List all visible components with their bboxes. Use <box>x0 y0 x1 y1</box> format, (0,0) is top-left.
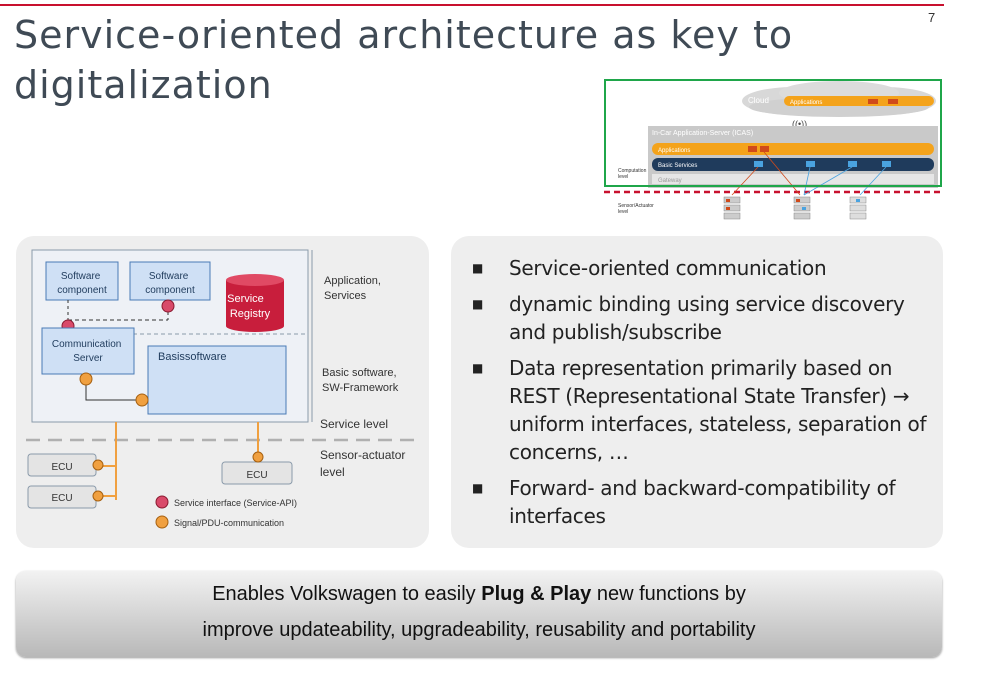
legend-signal-label: Signal/PDU-communication <box>174 518 284 528</box>
banner-line-2: improve updateability, upgradeability, r… <box>202 619 756 641</box>
antenna-icon: ((•)) <box>792 119 807 129</box>
cloud-app-block <box>888 99 898 104</box>
cloud-label: Cloud <box>748 96 769 105</box>
service-level-label: Service level <box>320 417 388 431</box>
bullet-item: ■Service-oriented communication <box>472 256 827 280</box>
software-component-box <box>45 261 119 301</box>
top-accent-line <box>0 4 944 6</box>
banner-line-1: Enables Volkswagen to easily Plug & Play… <box>212 583 746 605</box>
legend-signal-icon <box>155 515 169 529</box>
layer-label-application: Application, Services <box>324 275 384 302</box>
icas-applications-label: Applications <box>658 148 690 154</box>
legend-service-interface-label: Service interface (Service-API) <box>174 498 297 508</box>
signal-dot <box>79 372 93 386</box>
computation-level-label: Computation level <box>618 168 648 180</box>
connector <box>731 166 759 196</box>
signal-dot <box>92 459 104 471</box>
connector <box>803 166 811 196</box>
ecu-label: ECU <box>246 470 267 481</box>
layer-label-basic-software: Basic software, SW-Framework <box>322 367 400 394</box>
gateway-label: Gateway <box>658 178 682 184</box>
cloud-applications-label: Applications <box>790 100 822 106</box>
service-registry-cylinder <box>226 274 284 332</box>
bullets-panel <box>451 236 943 548</box>
basic-services-bar <box>652 158 934 171</box>
ecu-stack-icon <box>723 196 741 220</box>
bullet-item: ■Data representation primarily based on … <box>472 356 927 464</box>
slide-title: Service-oriented architecture as key to … <box>14 13 794 107</box>
basic-services-label: Basic Services <box>658 163 697 169</box>
connector <box>763 151 801 196</box>
icas-server-title: In-Car Application-Server (ICAS) <box>652 130 753 137</box>
bullet-item: ■dynamic binding using service discovery… <box>472 292 905 344</box>
legend-service-interface-icon <box>155 495 169 509</box>
software-component-label: Software component <box>57 271 107 296</box>
service-block <box>882 161 891 167</box>
service-block <box>848 161 857 167</box>
bullet-list: ■Service-oriented communication ■dynamic… <box>472 254 932 538</box>
software-component-label: Software component <box>145 271 195 296</box>
gateway-bar <box>652 174 934 184</box>
sensor-actuator-level-label: Sensor/Actuator level <box>618 203 655 215</box>
bullet-item: ■Forward- and backward-compatibility of … <box>472 476 896 528</box>
signal-dot <box>252 451 264 463</box>
architecture-diagram: Software component Software component Se… <box>26 249 422 529</box>
sensor-actuator-label: Sensor-actuator level <box>320 448 409 479</box>
icas-app-block <box>760 146 769 152</box>
communication-server-label: Communication Server <box>52 339 124 364</box>
connector <box>803 166 853 196</box>
icas-highlight-frame <box>604 79 942 187</box>
summary-banner: Enables Volkswagen to easily Plug & Play… <box>16 571 942 657</box>
service-registry-label: Service Registry <box>227 293 271 320</box>
service-interface-dot <box>161 299 175 313</box>
communication-server-box <box>41 327 135 375</box>
page-number: 7 <box>928 10 936 25</box>
plug-and-play-emphasis: Plug & Play <box>481 583 592 605</box>
ecu-label: ECU <box>51 462 72 473</box>
basissoftware-label: Basissoftware <box>158 351 226 363</box>
ecu-stack-icon <box>793 196 811 220</box>
signal-dot <box>92 490 104 502</box>
icas-applications-bar <box>652 143 934 155</box>
basissoftware-box <box>147 345 287 415</box>
signal-dot <box>135 393 149 407</box>
connector <box>859 166 887 196</box>
icas-diagram: Cloud Applications ((•)) In-Car Applicat… <box>604 81 940 220</box>
service-block <box>754 161 763 167</box>
cloud-app-block <box>868 99 878 104</box>
ecu-stack-icon <box>849 196 867 220</box>
ecu-label: ECU <box>51 493 72 504</box>
icas-app-block <box>748 146 757 152</box>
service-block <box>806 161 815 167</box>
